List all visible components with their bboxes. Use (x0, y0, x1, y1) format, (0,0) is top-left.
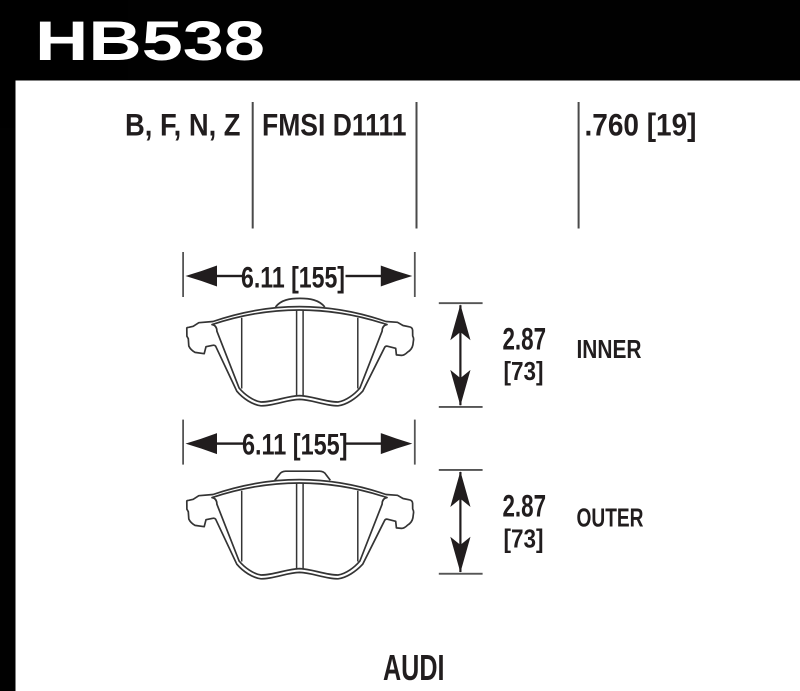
svg-text:FMSI D1111: FMSI D1111 (262, 108, 407, 143)
svg-text:6.11 [155]: 6.11 [155] (242, 428, 348, 461)
svg-text:AUDI: AUDI (383, 647, 445, 688)
svg-text:HB538: HB538 (35, 10, 265, 72)
svg-text:.760 [19]: .760 [19] (585, 108, 697, 143)
svg-text:[73]: [73] (504, 356, 544, 386)
svg-text:B, F, N, Z: B, F, N, Z (125, 108, 241, 143)
svg-text:2.87: 2.87 (503, 322, 547, 357)
svg-text:2.87: 2.87 (503, 489, 547, 524)
svg-text:6.11 [155]: 6.11 [155] (241, 261, 345, 294)
svg-text:INNER: INNER (577, 336, 642, 364)
svg-text:OUTER: OUTER (577, 505, 644, 533)
svg-text:[73]: [73] (504, 523, 544, 553)
